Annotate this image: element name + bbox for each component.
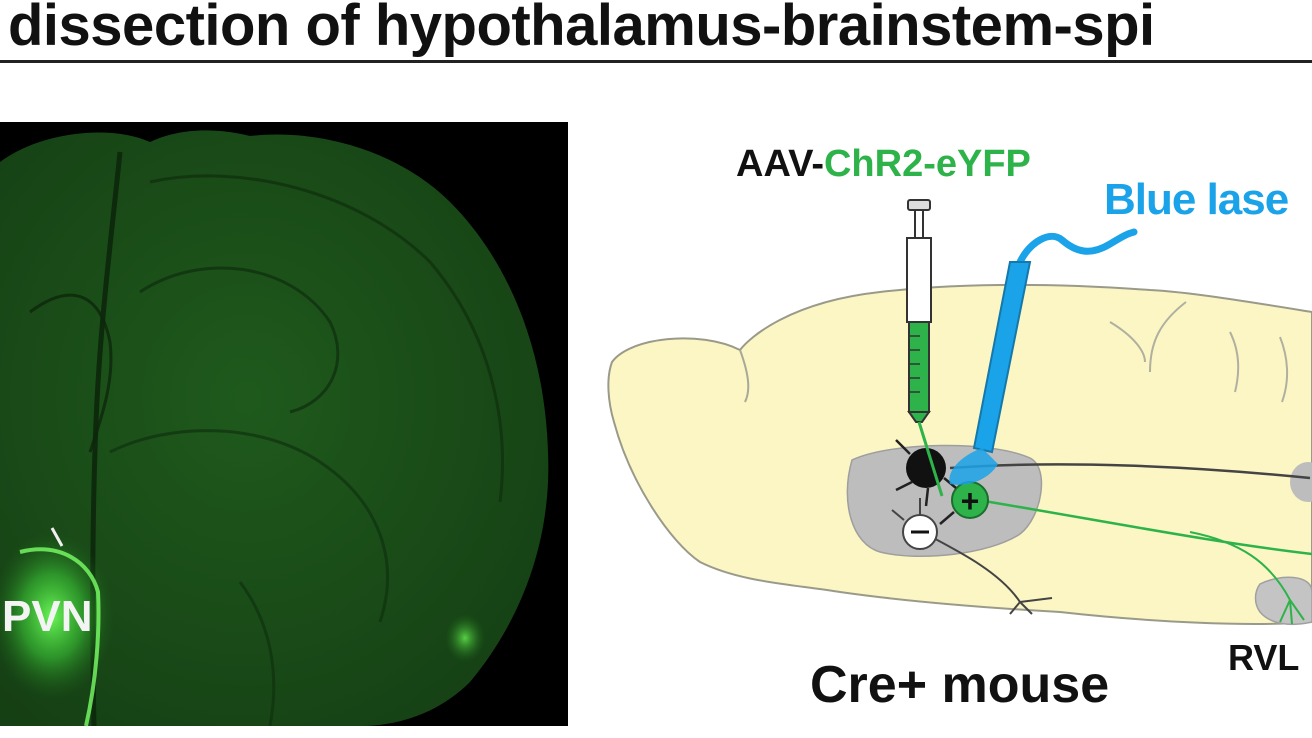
figure-heading: dissection of hypothalamus-brainstem-spi bbox=[8, 0, 1155, 58]
cortex-boundary bbox=[149, 174, 504, 503]
white-neuron-terminal-3 bbox=[1019, 597, 1053, 603]
virus-construct: ChR2-eYFP bbox=[824, 143, 1031, 185]
laser-label: Blue lase bbox=[1104, 175, 1288, 224]
brain-section-micrograph: PVN bbox=[0, 122, 568, 726]
ventricle-contour bbox=[29, 293, 113, 453]
cortex-fold bbox=[739, 349, 750, 403]
green-terminal-3 bbox=[1289, 599, 1305, 621]
optogenetic-schematic: + AAV-ChR2-eYFP Blue lase bbox=[607, 143, 1312, 714]
white-neuron-dendrite-1 bbox=[891, 509, 905, 521]
cerebellum-fold-1 bbox=[1229, 331, 1240, 393]
hypothalamus-region bbox=[846, 444, 1043, 558]
syringe-plunger-cap bbox=[907, 199, 931, 211]
green-terminal-2 bbox=[1289, 599, 1293, 625]
virus-prefix: AAV- bbox=[736, 143, 824, 185]
white-neuron-terminal-1 bbox=[1009, 601, 1021, 615]
syringe-tip bbox=[907, 411, 931, 423]
syringe-barrel bbox=[906, 237, 932, 323]
green-neuron-plus-sign: + bbox=[961, 483, 980, 519]
thalamus-contour bbox=[109, 429, 389, 623]
region-label: RVL bbox=[1228, 637, 1299, 678]
black-neuron-dendrite-1 bbox=[895, 439, 911, 455]
laser-light-cone bbox=[949, 448, 998, 485]
green-projection-branch bbox=[1189, 531, 1291, 601]
lateral-contour bbox=[238, 581, 276, 726]
lateral-fluorescent-spot bbox=[445, 614, 485, 662]
pvn-edge bbox=[19, 547, 101, 726]
cerebellum-boundary bbox=[1149, 301, 1187, 373]
optic-fiber bbox=[972, 261, 1032, 454]
midbrain-contour bbox=[1109, 321, 1146, 363]
brainstem-gray-nucleus bbox=[1290, 462, 1312, 502]
laser-cable bbox=[1016, 228, 1138, 266]
syringe-plunger-rod bbox=[914, 209, 924, 239]
pvn-pointer bbox=[50, 527, 64, 547]
pvn-fluorescence bbox=[0, 532, 114, 700]
hippocampus-contour bbox=[139, 266, 340, 414]
virus-label: AAV-ChR2-eYFP bbox=[736, 143, 1031, 185]
injection-syringe bbox=[906, 199, 944, 497]
black-neuron-dendrite-3 bbox=[924, 487, 930, 507]
heading-underline bbox=[0, 60, 1312, 63]
green-neuron-projection bbox=[977, 498, 1312, 556]
brain-section-tissue bbox=[0, 130, 549, 726]
black-neuron-dendrite-2 bbox=[895, 480, 913, 492]
white-neuron-terminal-2 bbox=[1019, 601, 1033, 615]
green-terminal-1 bbox=[1279, 599, 1291, 623]
green-neuron-dendrite-1 bbox=[939, 511, 955, 525]
pvn-label: PVN bbox=[2, 592, 93, 641]
cerebellum-fold-2 bbox=[1279, 336, 1289, 403]
syringe-needle bbox=[917, 421, 944, 497]
mouse-label: Cre+ mouse bbox=[810, 656, 1109, 714]
micrograph-drawing bbox=[0, 130, 549, 726]
